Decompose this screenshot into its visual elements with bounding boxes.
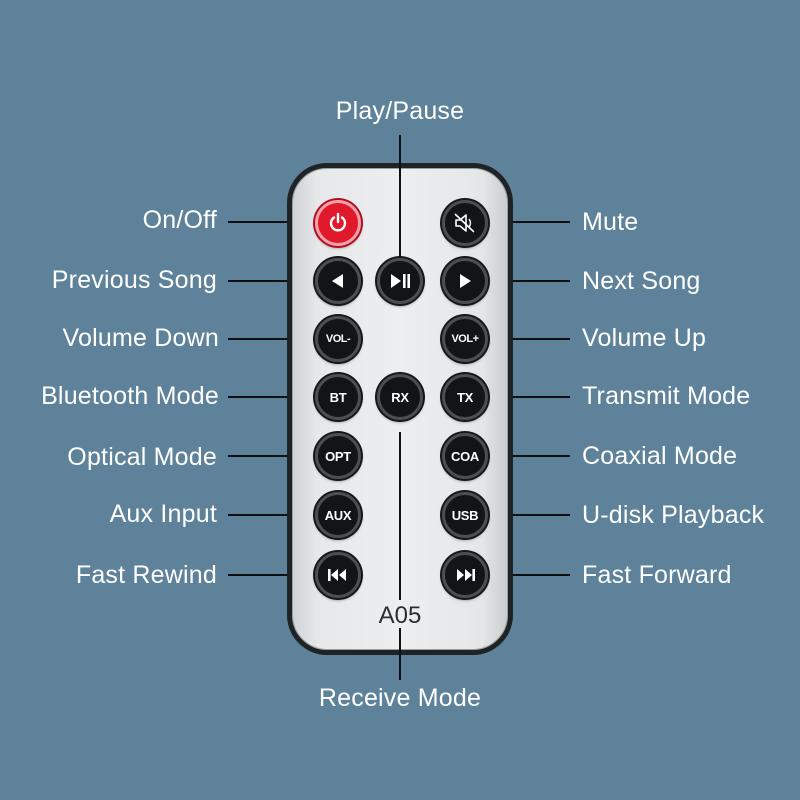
power-button[interactable]: [315, 200, 361, 246]
volume-up-button[interactable]: VOL+: [442, 316, 488, 362]
fast-forward-icon: [454, 568, 476, 582]
model-label: A05: [378, 602, 422, 629]
label-on-off: On/Off: [142, 206, 217, 234]
label-volume-down: Volume Down: [62, 324, 219, 352]
label-mute: Mute: [582, 208, 639, 236]
receive-button[interactable]: RX: [377, 374, 423, 420]
play-pause-icon: [389, 272, 411, 290]
bluetooth-button[interactable]: BT: [315, 374, 361, 420]
transmit-button[interactable]: TX: [442, 374, 488, 420]
previous-icon: [329, 272, 347, 290]
volume-down-button[interactable]: VOL-: [315, 316, 361, 362]
label-u-disk-playback: U-disk Playback: [582, 501, 765, 529]
mute-icon: [453, 212, 477, 234]
optical-button[interactable]: OPT: [315, 433, 361, 479]
coaxial-button[interactable]: COA: [442, 433, 488, 479]
fast-forward-button[interactable]: [442, 552, 488, 598]
label-coaxial-mode: Coaxial Mode: [582, 442, 738, 470]
next-icon: [456, 272, 474, 290]
next-button[interactable]: [442, 258, 488, 304]
label-volume-up: Volume Up: [582, 324, 707, 352]
power-icon: [326, 211, 350, 235]
label-previous-song: Previous Song: [51, 266, 217, 294]
label-play-pause: Play/Pause: [335, 97, 465, 125]
play-pause-button[interactable]: [377, 258, 423, 304]
fast-rewind-icon: [327, 568, 349, 582]
label-fast-forward: Fast Forward: [582, 561, 732, 589]
usb-button[interactable]: USB: [442, 492, 488, 538]
label-fast-rewind: Fast Rewind: [75, 561, 217, 589]
mute-button[interactable]: [442, 200, 488, 246]
label-next-song: Next Song: [582, 267, 701, 295]
label-transmit-mode: Transmit Mode: [582, 382, 751, 410]
previous-button[interactable]: [315, 258, 361, 304]
fast-rewind-button[interactable]: [315, 552, 361, 598]
label-bluetooth-mode: Bluetooth Mode: [41, 382, 219, 410]
aux-button[interactable]: AUX: [315, 492, 361, 538]
label-aux-input: Aux Input: [109, 500, 217, 528]
label-receive-mode: Receive Mode: [318, 684, 482, 712]
label-optical-mode: Optical Mode: [67, 443, 217, 471]
